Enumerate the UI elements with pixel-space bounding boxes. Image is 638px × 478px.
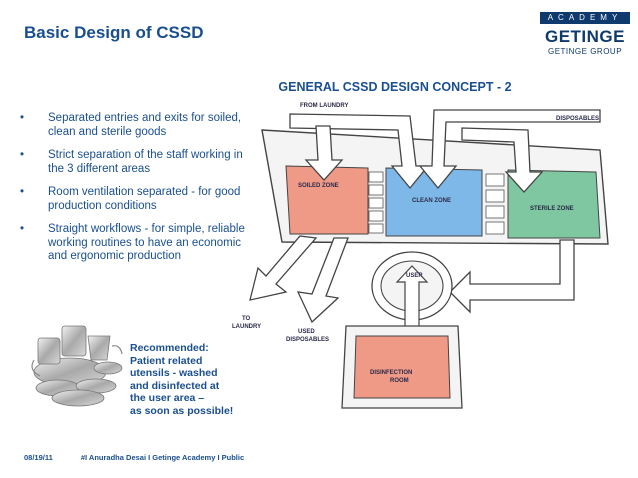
bullet-text: Straight workflows - for simple, reliabl… [48,223,245,262]
footer-date: 08/19/11 [24,453,53,462]
flow-arrow-into-soiled [304,125,344,181]
recommendation-text: Recommended: Patient related utensils - … [130,342,250,417]
bullet-marker: • [20,112,25,124]
label-disposables: DISPOSABLES [556,116,599,122]
bullet-marker: • [20,223,25,235]
footer-credits: #I Anuradha Desai I Getinge Academy I Pu… [80,453,245,462]
recommendation-line: and disinfected at [130,379,220,392]
disinfection-room [353,335,451,399]
flow-arrow-used-disposables [296,237,349,324]
bullet-item: • Straight workflows - for simple, reliab… [20,223,250,264]
flow-arrow-sterile-to-user [449,239,575,314]
logo-academy: ACADEMY [540,12,630,24]
washer-racks-left [368,171,384,234]
bullet-item: • Separated entries and exits for soiled,… [20,112,250,139]
label-used-disposables: DISPOSABLES [286,337,329,343]
bullet-item: • Strict separation of the staff working … [20,149,250,176]
sterile-zone [507,169,601,239]
flow-arrow-from-laundry [289,113,430,190]
sterilizer-racks-right [485,173,505,235]
logo-brand: GETINGE [544,27,625,46]
flow-arrow-to-sterile [461,127,544,193]
label-sterile-zone: STERILE ZONE [530,206,574,212]
diagram-subtitle: GENERAL CSSD DESIGN CONCEPT - 2 [278,80,512,94]
getinge-logo: ACADEMY GETINGE GETINGE GROUP [540,12,630,56]
logo-group: GETINGE GROUP [547,47,623,56]
recommendation-line: utensils - washed [130,367,218,379]
recommendation-line: the user area – [130,392,205,404]
label-from-laundry: FROM LAUNDRY [300,103,348,109]
bullet-marker: • [20,186,25,198]
utensils-illustration [31,325,123,407]
bullet-text: Room ventilation separated - for good pr… [48,186,241,212]
flow-arrow-disposables [418,109,601,190]
label-disinfection-room: ROOM [390,378,409,384]
label-soiled-zone: SOILED ZONE [298,183,339,189]
label-clean-zone: CLEAN ZONE [412,198,451,204]
bullet-list: • Separated entries and exits for soiled,… [20,112,250,274]
soiled-zone [285,165,369,235]
recommendation-line: as soon as possible! [130,404,234,417]
slide-footer: 08/19/11 #I Anuradha Desai I Getinge Aca… [24,453,244,462]
bullet-marker: • [20,149,25,161]
slide-title: Basic Design of CSSD [24,23,204,42]
label-user: USER [406,273,423,279]
recommendation-line: Patient related [130,354,203,367]
bullet-text: Strict separation of the staff working i… [48,149,243,175]
bullet-text: Separated entries and exits for soiled, … [48,112,242,138]
recommendation-line: Recommended: [130,342,209,354]
flow-arrow-to-laundry [249,235,318,301]
label-disinfection: DISINFECTION [370,370,412,376]
label-laundry: LAUNDRY [232,324,261,330]
bullet-item: • Room ventilation separated - for good p… [20,186,250,213]
label-used: USED [298,329,315,335]
label-to: TO [242,316,251,322]
